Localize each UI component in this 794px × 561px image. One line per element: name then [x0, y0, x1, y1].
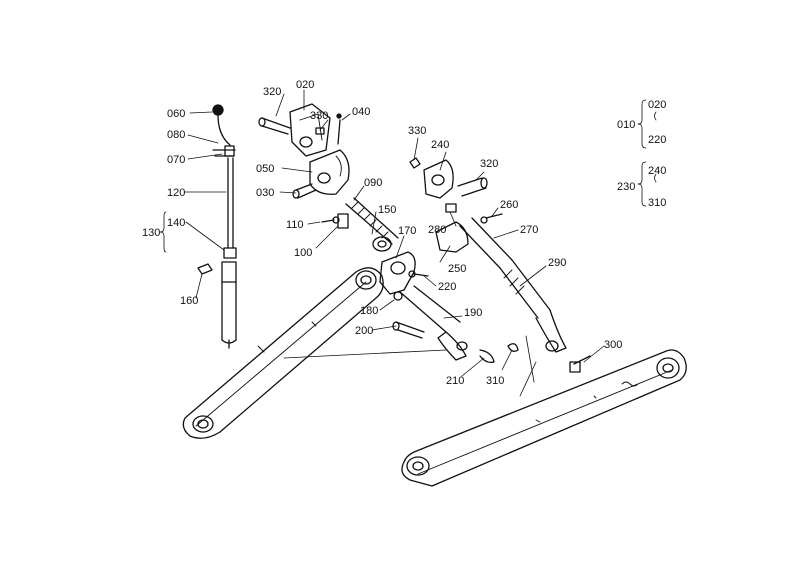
label-310: 310 — [486, 375, 504, 387]
label-260: 260 — [500, 199, 518, 211]
group-010-code: 010 — [617, 119, 635, 131]
label-030: 030 — [256, 187, 274, 199]
label-270: 270 — [520, 224, 538, 236]
label-200: 200 — [355, 325, 373, 337]
label-080: 080 — [167, 129, 185, 141]
label-250: 250 — [448, 263, 466, 275]
part-labels: 060 080 070 120 140 130 160 320 020 330 … — [142, 79, 666, 387]
label-210: 210 — [446, 375, 464, 387]
label-110: 110 — [286, 219, 304, 231]
label-290: 290 — [548, 257, 566, 269]
group-010-member-2: 220 — [648, 134, 666, 146]
leader-lines — [159, 89, 605, 377]
label-240: 240 — [431, 139, 449, 151]
label-120: 120 — [167, 187, 185, 199]
left-upper-bracket — [258, 103, 350, 224]
label-050: 050 — [256, 163, 274, 175]
top-link-left — [337, 197, 495, 364]
label-060: 060 — [167, 108, 185, 120]
label-280: 280 — [428, 224, 446, 236]
lift-rod-assembly — [197, 104, 237, 349]
label-180: 180 — [360, 305, 378, 317]
label-220: 220 — [438, 281, 456, 293]
group-010-member-1: 020 — [648, 99, 666, 111]
label-320-left: 320 — [263, 86, 281, 98]
left-lower-link — [182, 267, 384, 439]
group-230-member-2: 310 — [648, 197, 666, 209]
group-230-code: 230 — [617, 181, 635, 193]
group-230-member-1: 240 — [648, 165, 666, 177]
label-160: 160 — [180, 295, 198, 307]
label-100: 100 — [294, 247, 312, 259]
label-020: 020 — [296, 79, 314, 91]
label-130: 130 — [142, 227, 160, 239]
label-140: 140 — [167, 217, 185, 229]
group-brackets — [637, 99, 657, 207]
label-330-right: 330 — [408, 125, 426, 137]
label-190: 190 — [464, 307, 482, 319]
right-lower-link — [401, 349, 687, 487]
label-150: 150 — [378, 204, 396, 216]
label-040: 040 — [352, 106, 370, 118]
label-170: 170 — [398, 225, 416, 237]
label-300: 300 — [604, 339, 622, 351]
label-320-right: 320 — [480, 158, 498, 170]
top-link-right — [409, 157, 591, 373]
label-090: 090 — [364, 177, 382, 189]
label-070: 070 — [167, 154, 185, 166]
assembly-reference-lines — [283, 335, 537, 397]
label-330-left: 330 — [310, 110, 328, 122]
